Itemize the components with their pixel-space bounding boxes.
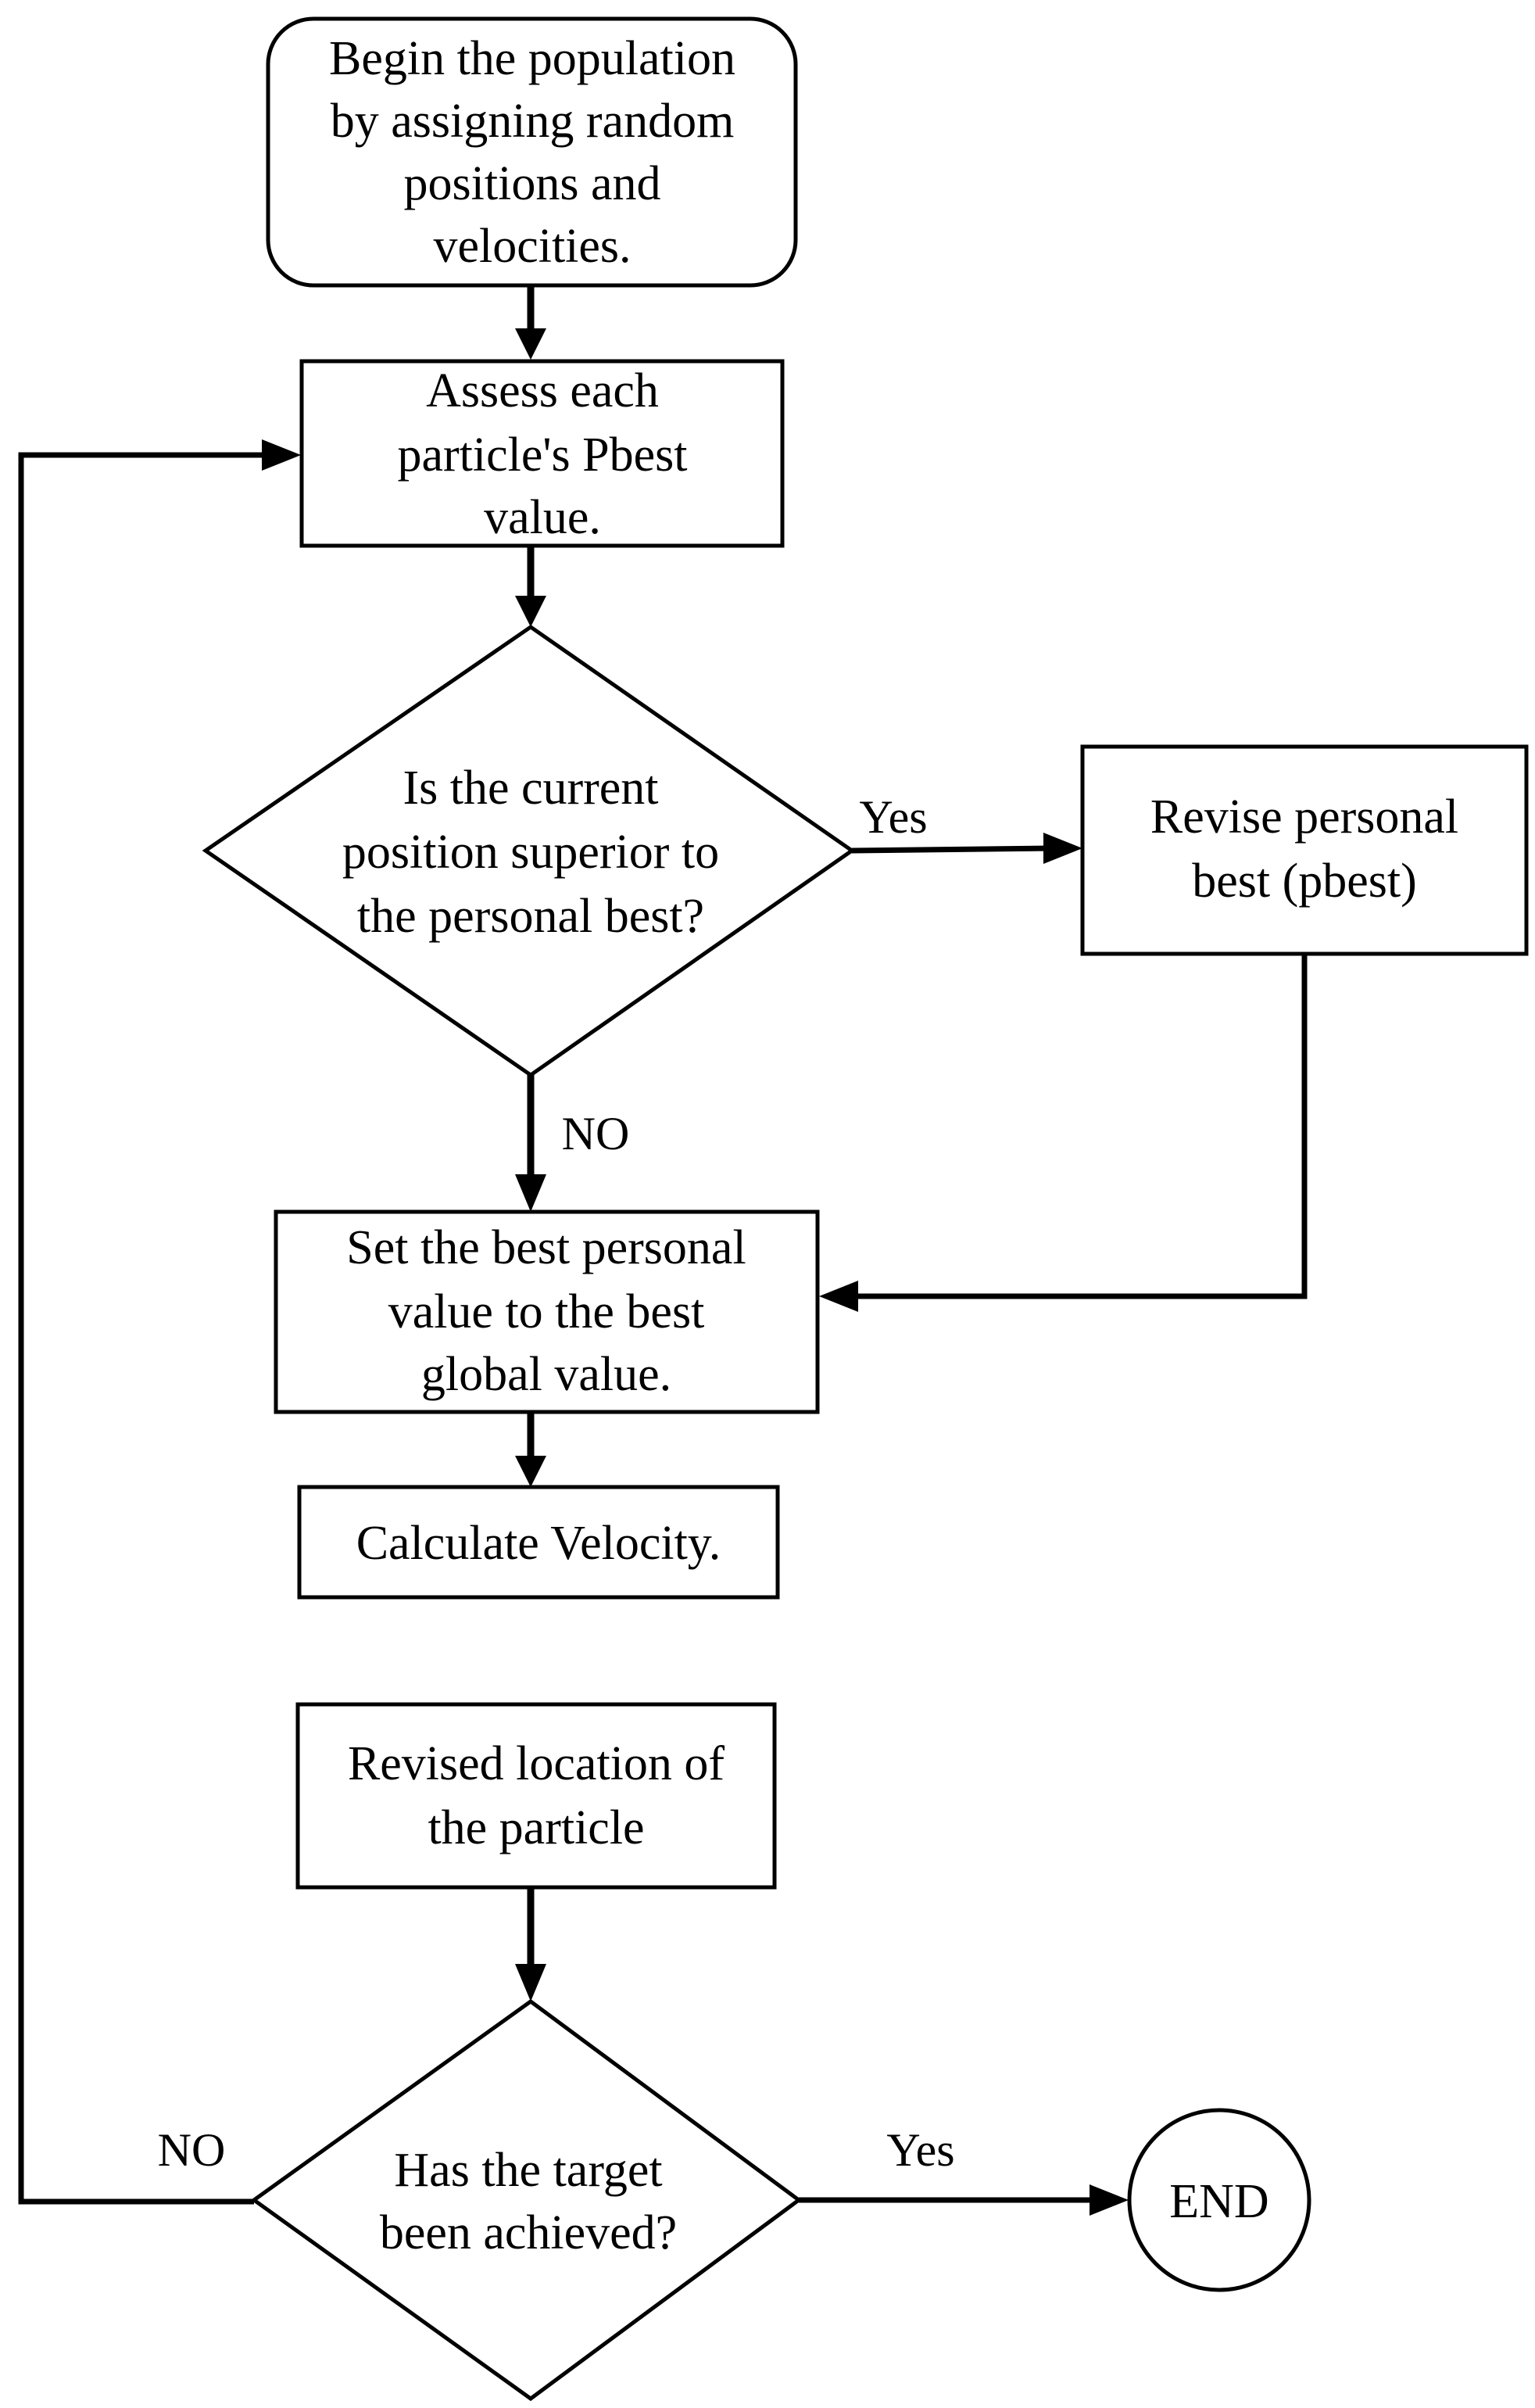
revise-pbest-line-2: best (pbest) <box>1192 855 1417 908</box>
edge-label-current-yes: Yes <box>859 791 927 843</box>
arrow-assess-to-decision <box>515 546 546 627</box>
set-best-line-1: Set the best personal <box>346 1221 746 1274</box>
calc-velocity-line-1: Calculate Velocity. <box>356 1517 721 1570</box>
revised-location-line-2: the particle <box>428 1801 644 1854</box>
arrow-location-to-target <box>515 1887 546 2001</box>
set-best-node: Set the best personal value to the best … <box>274 1209 820 1414</box>
decision-target-line-1: Has the target <box>394 2144 662 2197</box>
decision-target-node: Has the target been achieved? <box>250 1998 803 2402</box>
arrow-target-yes-to-end <box>799 2184 1129 2216</box>
revise-pbest-node: Revise personal best (pbest) <box>1080 744 1529 956</box>
calc-velocity-node: Calculate Velocity. <box>297 1485 780 1600</box>
revised-location-node: Revised location of the particle <box>295 1702 777 1890</box>
decision-current-node: Is the current position superior to the … <box>202 624 856 1078</box>
arrow-decision-yes-to-revise <box>851 833 1082 864</box>
assess-node-line-2: particle's Pbest <box>397 428 687 482</box>
revised-location-line-1: Revised location of <box>348 1737 725 1790</box>
revise-pbest-line-1: Revise personal <box>1150 790 1458 844</box>
arrow-start-to-assess <box>515 285 546 360</box>
start-node-line-4: velocities. <box>433 220 631 273</box>
end-node-label: END <box>1169 2175 1268 2228</box>
assess-node: Assess each particle's Pbest value. <box>299 359 785 548</box>
decision-current-line-1: Is the current <box>403 761 658 815</box>
start-node-line-1: Begin the population <box>329 32 735 85</box>
arrow-revise-to-set-best <box>819 954 1308 1312</box>
start-node: Begin the population by assigning random… <box>266 16 798 288</box>
assess-node-line-1: Assess each <box>426 364 659 417</box>
decision-current-line-2: position superior to <box>342 826 719 879</box>
end-node: END <box>1127 2108 1311 2292</box>
edge-label-target-no: NO <box>158 2124 226 2176</box>
decision-current-line-3: the personal best? <box>357 890 704 943</box>
decision-target-line-2: been achieved? <box>380 2206 677 2259</box>
edge-label-current-no: NO <box>562 1108 630 1159</box>
arrow-set-best-to-velocity <box>515 1412 546 1487</box>
assess-node-line-3: value. <box>484 491 601 544</box>
arrow-target-no-loop-to-assess <box>18 439 301 2205</box>
start-node-line-3: positions and <box>404 157 661 210</box>
set-best-line-3: global value. <box>421 1348 671 1401</box>
start-node-line-2: by assigning random <box>331 95 735 148</box>
edge-label-target-yes: Yes <box>886 2124 954 2176</box>
arrow-decision-no-to-set-best <box>515 1075 546 1212</box>
set-best-line-2: value to the best <box>388 1285 705 1338</box>
